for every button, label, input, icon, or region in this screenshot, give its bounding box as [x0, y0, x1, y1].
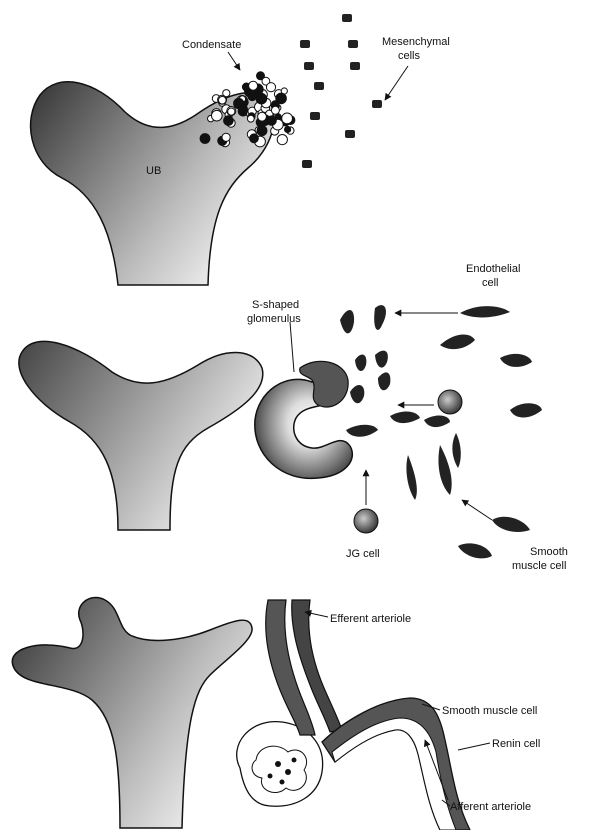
panel-bottom: Efferent arteriole Smooth muscle cell Re… [12, 598, 540, 830]
endothelial-cell [500, 354, 532, 367]
condensate-cell [200, 134, 210, 144]
mesenchymal-cell [348, 40, 358, 48]
endothelial-cell [340, 310, 354, 333]
ureteric-bud-top [31, 82, 274, 285]
renin-label: Renin cell [492, 738, 540, 750]
smooth-muscle-cell [492, 517, 530, 532]
endothelial-label: Endothelial [466, 263, 520, 275]
condensate-cell [224, 116, 234, 126]
endothelial-cell [350, 385, 364, 403]
smooth-muscle-cell [458, 543, 492, 558]
s-shaped-label: S-shaped [252, 299, 299, 311]
endothelial-cell [346, 425, 378, 437]
smooth-muscle-cell [452, 433, 460, 468]
endothelial-cell [378, 372, 390, 390]
smooth-label-cell: muscle cell [512, 560, 566, 572]
efferent-label: Efferent arteriole [330, 613, 411, 625]
condensate-cell [212, 110, 223, 121]
endothelial-cell [355, 355, 366, 371]
condensate-cell [256, 93, 267, 104]
condensate-cell [266, 83, 275, 92]
smooth-muscle-cells [406, 433, 530, 558]
endothelial-cell [440, 335, 475, 350]
mesenchymal-pointer [385, 66, 408, 100]
mesenchymal-cell [302, 160, 312, 168]
condensate-pointer [228, 52, 240, 70]
mesenchymal-cell [304, 62, 314, 70]
afferent-label: Afferent arteriole [450, 801, 531, 813]
jg-cell [438, 390, 462, 414]
endothelial-cell [375, 351, 388, 368]
endothelial-cells [340, 305, 542, 437]
condensate-cell [258, 112, 267, 121]
mesenchymal-cell [350, 62, 360, 70]
endothelial-label-cell: cell [482, 277, 499, 289]
mesenchymal-cell [300, 40, 310, 48]
mesenchymal-cell [342, 14, 352, 22]
endothelial-cell [510, 403, 542, 417]
endothelial-cell [390, 412, 420, 424]
condensate-cell [276, 93, 287, 104]
condensate-cell [267, 116, 276, 125]
s-shaped-label-glomerulus: glomerulus [247, 313, 301, 325]
ub-label: UB [146, 165, 161, 177]
condensate-cell [285, 126, 291, 132]
smooth-muscle-cell [406, 455, 416, 500]
condensate-cell [234, 98, 244, 108]
mesenchymal-cells [300, 14, 382, 168]
s-shaped-glomerulus [255, 361, 353, 478]
condensate-cell [257, 126, 267, 136]
smooth-muscle-cell [438, 445, 451, 495]
condensate-cell [247, 115, 254, 122]
jg-cell [354, 509, 378, 533]
mesenchymal-label: Mesenchymal [382, 36, 450, 48]
renin-pointer [458, 743, 490, 750]
mesenchymal-cell [372, 100, 382, 108]
mesenchymal-cell [314, 82, 324, 90]
panel-middle: Endothelial cell S-shaped glomerulus JG … [19, 263, 568, 572]
smooth-pointer [462, 500, 492, 520]
condensate-cell [248, 92, 256, 100]
ureteric-bud-bottom [12, 598, 252, 828]
afferent-arteriole [322, 698, 470, 830]
jg-label: JG cell [346, 548, 380, 560]
endothelial-cell [374, 305, 386, 330]
condensate-cell [271, 106, 279, 114]
condensate-cell [222, 133, 230, 141]
condensate-cell [219, 96, 227, 104]
s-shaped-pointer [290, 322, 294, 372]
condensate-cell [277, 135, 287, 145]
condensate-cell [250, 134, 259, 143]
condensate-cell [228, 108, 235, 115]
smooth-label: Smooth [530, 546, 568, 558]
smooth-muscle-label: Smooth muscle cell [442, 705, 537, 717]
endothelial-cell [460, 306, 510, 317]
mesenchymal-cell [310, 112, 320, 120]
mesenchymal-label-cells: cells [398, 50, 421, 62]
endothelial-cell [424, 416, 450, 428]
mesenchymal-cell [345, 130, 355, 138]
condensate-cell [282, 113, 293, 124]
condensate-cell [249, 81, 258, 90]
panel-top: Condensate Mesenchymal cells UB [31, 14, 450, 285]
ureteric-bud-middle [19, 341, 263, 530]
condensate-label: Condensate [182, 39, 241, 51]
